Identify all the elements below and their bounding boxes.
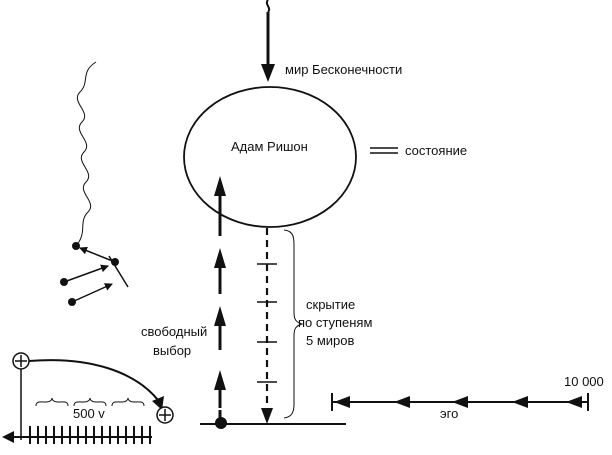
ten-thousand-label: 10 000 <box>564 374 604 389</box>
infinity-arrow <box>261 0 275 82</box>
adam-rishon-label: Адам Ришон <box>231 139 308 154</box>
five-hundred-label: 500 v <box>73 406 105 421</box>
left-dot-cluster <box>60 242 129 306</box>
free-choice-label-line2: выбор <box>153 343 191 358</box>
free-choice-arrows <box>214 176 226 418</box>
equivalence-symbol <box>370 147 398 154</box>
curved-arrow <box>28 359 164 410</box>
free-choice-label-line1: свободный <box>141 324 207 339</box>
ego-label: эго <box>440 406 458 421</box>
plus-circle-bottom <box>156 406 174 424</box>
infinity-world-label: мир Бесконечности <box>285 62 402 77</box>
comb-arrow <box>2 426 152 444</box>
small-braces <box>35 397 145 407</box>
plus-circle-top <box>12 352 30 370</box>
concealment-label-line1: скрытие <box>306 297 355 312</box>
adam-rishon-ellipse <box>183 86 357 228</box>
base-dot <box>215 417 227 429</box>
ego-arrow-line <box>331 393 589 411</box>
state-label: состояние <box>405 143 467 158</box>
left-wave-line <box>75 61 97 247</box>
concealment-brace <box>283 229 304 419</box>
concealment-label-line3: 5 миров <box>306 333 355 348</box>
concealment-label-line2: по ступеням <box>298 315 372 330</box>
concealment-dashed-arrow <box>257 228 277 424</box>
